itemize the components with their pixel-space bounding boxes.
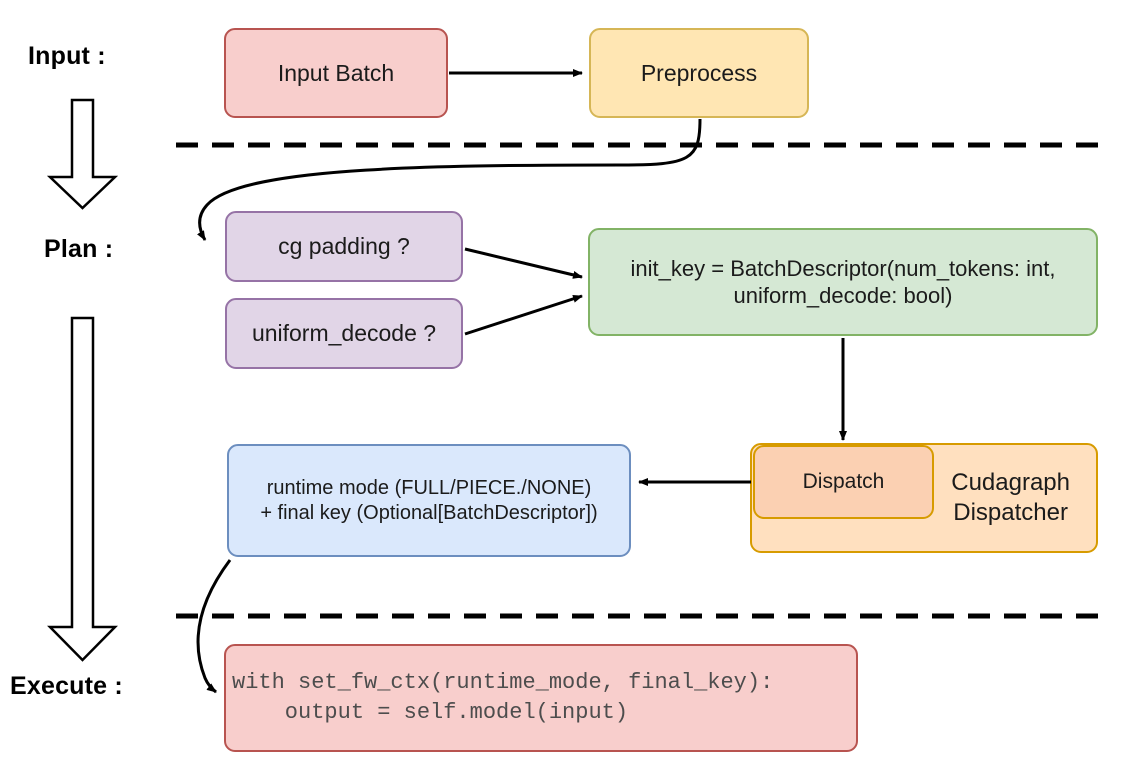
node-cg-padding-label: cg padding ? [278, 233, 410, 260]
stage-arrow-plan-to-execute [47, 316, 118, 662]
node-runtime-mode[interactable]: runtime mode (FULL/PIECE./NONE) + final … [227, 444, 631, 557]
node-preprocess-label: Preprocess [640, 59, 758, 86]
node-cudagraph-dispatcher-label: Cudagraph Dispatcher [951, 469, 1070, 526]
edge-uniform-decode-to-init-key [464, 294, 583, 336]
node-dispatch[interactable]: Dispatch [753, 445, 934, 519]
stage-label-input: Input : [28, 42, 106, 70]
node-uniform-decode[interactable]: uniform_decode ? [225, 298, 463, 369]
stage-label-execute: Execute : [10, 672, 123, 700]
edge-cg-padding-to-init-key [464, 247, 583, 279]
node-dispatch-label: Dispatch [802, 470, 885, 494]
stage-label-plan: Plan : [44, 235, 114, 263]
node-execute-code[interactable]: with set_fw_ctx(runtime_mode, final_key)… [224, 644, 858, 752]
node-uniform-decode-label: uniform_decode ? [251, 320, 437, 347]
stage-arrow-input-to-plan [46, 98, 119, 210]
node-init-key-label: init_key = BatchDescriptor(num_tokens: i… [630, 255, 1056, 309]
node-init-key[interactable]: init_key = BatchDescriptor(num_tokens: i… [588, 228, 1098, 336]
node-input-batch-label: Input Batch [277, 59, 395, 86]
node-execute-code-text: with set_fw_ctx(runtime_mode, final_key)… [232, 670, 774, 725]
node-cg-padding[interactable]: cg padding ? [225, 211, 463, 282]
node-runtime-mode-label: runtime mode (FULL/PIECE./NONE) + final … [260, 476, 598, 524]
node-preprocess[interactable]: Preprocess [589, 28, 809, 118]
node-input-batch[interactable]: Input Batch [224, 28, 448, 118]
